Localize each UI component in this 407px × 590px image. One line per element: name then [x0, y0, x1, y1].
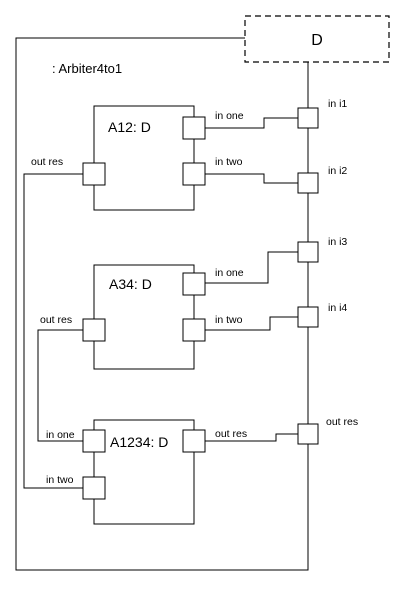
a1234-port-in-two	[82, 476, 106, 500]
a34-port-out-res	[82, 318, 106, 342]
template-parameter-box	[244, 15, 390, 63]
a1234-out-res-label: out res	[215, 428, 247, 440]
outer-port-i3-label: in i3	[328, 236, 347, 248]
wire-a1234-out-res-to-out-res	[205, 433, 299, 442]
a34-port-in-two	[182, 318, 206, 342]
a1234-in-one-label: in one	[46, 429, 75, 441]
a12-port-in-one	[182, 116, 206, 140]
outer-port-i2	[297, 172, 319, 194]
part-a34-name: A34: D	[109, 276, 152, 292]
part-a12-box	[93, 105, 195, 211]
a34-in-one-label: in one	[215, 267, 244, 279]
a1234-port-in-one	[82, 429, 106, 453]
a34-port-in-one	[182, 272, 206, 296]
wire-i3-to-a34-in-one	[205, 251, 299, 284]
outer-port-i4	[297, 306, 319, 328]
outer-port-i3	[297, 241, 319, 263]
template-parameter-label: D	[311, 32, 323, 49]
wire-i2-to-a12-in-two	[205, 173, 299, 184]
a12-in-one-label: in one	[215, 110, 244, 122]
a12-out-res-label: out res	[31, 156, 63, 168]
outer-port-i1	[297, 107, 319, 129]
a12-in-two-label: in two	[215, 156, 243, 168]
wire-a12-out-res-to-a1234-in-two	[23, 173, 83, 489]
a12-port-out-res	[82, 162, 106, 186]
wire-a34-out-res-to-a1234-in-one	[37, 329, 83, 442]
a1234-port-out-res	[182, 429, 206, 453]
wire-i1-to-a12-in-one	[205, 117, 299, 129]
outer-port-i1-label: in i1	[328, 98, 347, 110]
part-a1234: A1234: D in one in two out res	[46, 419, 247, 525]
a34-in-two-label: in two	[215, 314, 243, 326]
part-a12-name: A12: D	[108, 119, 151, 135]
part-a12: A12: D in one in two out res	[31, 105, 244, 211]
part-a1234-box	[93, 419, 195, 525]
a1234-in-two-label: in two	[46, 474, 74, 486]
wire-i4-to-a34-in-two	[205, 316, 299, 331]
part-a34: A34: D in one in two out res	[40, 264, 244, 370]
outer-port-i4-label: in i4	[328, 302, 347, 314]
outer-port-out-res-label: out res	[326, 416, 358, 428]
structure-name: : Arbiter4to1	[52, 61, 122, 76]
part-a1234-name: A1234: D	[110, 434, 168, 450]
outer-port-i2-label: in i2	[328, 165, 347, 177]
connectors	[23, 62, 309, 489]
part-a34-box	[93, 264, 195, 370]
a34-out-res-label: out res	[40, 314, 72, 326]
outer-ports: in i1 in i2 in i3 in i4 out res	[297, 98, 358, 445]
outer-port-out-res	[297, 423, 319, 445]
a12-port-in-two	[182, 162, 206, 186]
